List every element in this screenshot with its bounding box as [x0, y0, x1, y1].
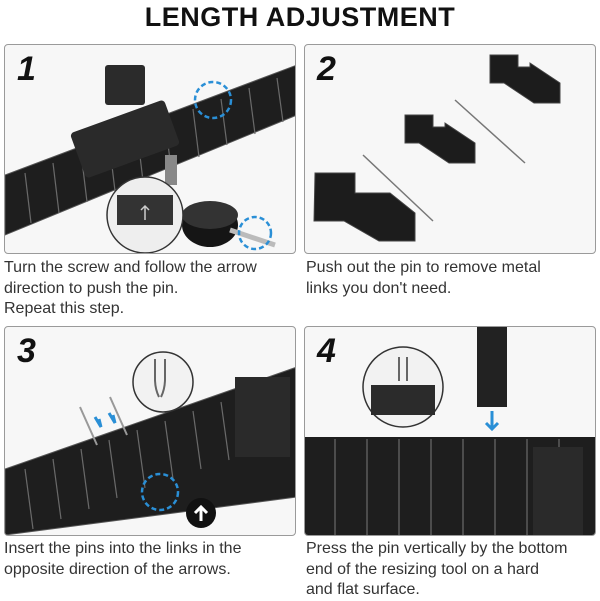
- caption-line: end of the resizing tool on a hard: [306, 560, 540, 578]
- step-2-number: 2: [317, 50, 336, 88]
- step-3-caption: Insert the pins into the links in the op…: [4, 539, 296, 580]
- down-arrow-icon: [93, 412, 117, 428]
- caption-line: Turn the screw and follow the arrow: [4, 259, 257, 276]
- link-tool-icon: [70, 65, 276, 248]
- step-1-illustration: [5, 65, 295, 253]
- metal-links: [313, 54, 561, 242]
- pin-icon: [109, 396, 128, 436]
- step-2-panel: 2: [304, 44, 596, 254]
- step-3-illustration: [5, 351, 295, 535]
- step-4-number: 4: [317, 332, 336, 370]
- highlight-circle-icon: [140, 472, 180, 512]
- clasp: [533, 447, 583, 535]
- down-arrow-icon: [484, 411, 500, 432]
- caption-line: and flat surface.: [306, 581, 420, 598]
- step-1-number: 1: [17, 50, 36, 88]
- step-1-panel: 1: [4, 44, 296, 254]
- step-2-illustration: [313, 54, 561, 242]
- highlight-circle-icon: [193, 80, 233, 120]
- caption-line: Repeat this step.: [4, 300, 125, 317]
- caption-line: Push out the pin to remove metal: [306, 259, 541, 276]
- pin-icon: [454, 99, 526, 164]
- step-1-caption: Turn the screw and follow the arrow dire…: [4, 258, 296, 320]
- caption-line: Press the pin vertically by the bottom: [306, 540, 568, 557]
- step-2-caption: Push out the pin to remove metal links y…: [306, 258, 598, 299]
- caption-line: links you don't need.: [306, 279, 452, 297]
- caption-line: direction to push the pin.: [4, 279, 179, 297]
- step-3-panel: 3: [4, 326, 296, 536]
- caption-line: opposite direction of the arrows.: [4, 560, 231, 578]
- screw-arrow-icon: [237, 215, 273, 251]
- step-3-number: 3: [17, 332, 36, 370]
- zoom-inset: [132, 351, 194, 413]
- pin-icon: [79, 406, 98, 446]
- step-4-panel: 4: [304, 326, 596, 536]
- step-4-illustration: [305, 327, 595, 535]
- page-title: LENGTH ADJUSTMENT: [144, 2, 456, 32]
- clasp: [235, 377, 290, 457]
- link-tool-icon: [477, 327, 507, 407]
- step-4-caption: Press the pin vertically by the bottom e…: [306, 539, 598, 601]
- caption-line: Insert the pins into the links in the: [4, 540, 242, 557]
- pin-icon: [362, 154, 434, 222]
